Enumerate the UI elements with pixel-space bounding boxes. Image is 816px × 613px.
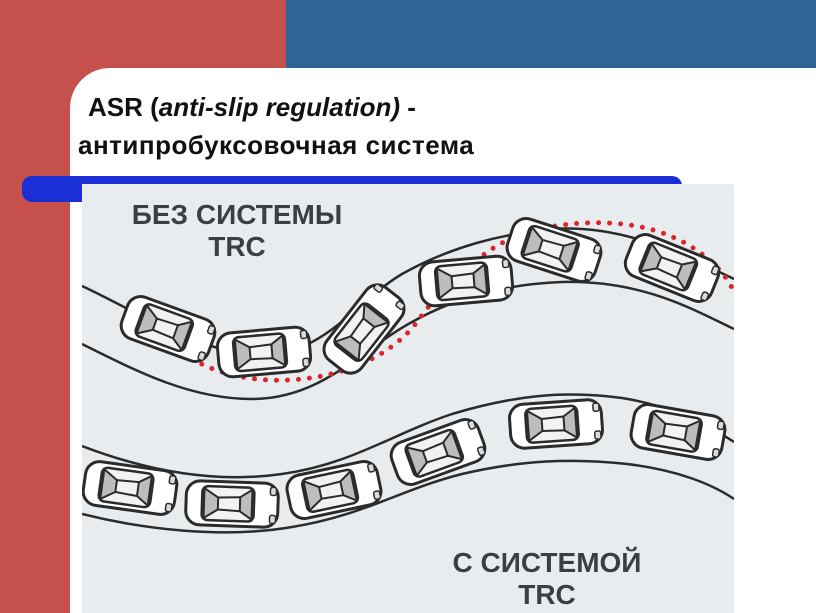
label-without-system-line2: TRC: [208, 231, 266, 262]
title-line-1: ASR (anti-slip regulation) -: [78, 88, 798, 126]
car-top-6: [619, 228, 725, 308]
bottom-road-edge-lower: [82, 459, 734, 534]
title-italic: anti-slip regulation): [158, 92, 401, 122]
top-road-edge-lower: [82, 280, 734, 401]
label-without-system-line1: БЕЗ СИСТЕМЫ: [132, 199, 343, 230]
car-bottom-2: [183, 478, 281, 530]
car-bottom-4: [385, 414, 491, 490]
trc-illustration: БЕЗ СИСТЕМЫ TRC С СИСТЕМОЙ TRC: [82, 184, 734, 613]
title-prefix: ASR (: [88, 92, 159, 122]
car-top-5: [501, 213, 607, 287]
car-bottom-5: [507, 397, 605, 451]
trc-illustration-svg: БЕЗ СИСТЕМЫ TRC С СИСТЕМОЙ TRC: [82, 199, 734, 610]
car-bottom-6: [627, 400, 729, 464]
car-top-2: [214, 324, 314, 380]
label-with-system-line2: TRC: [518, 579, 576, 610]
car-top-1: [115, 291, 221, 367]
slide-title: ASR (anti-slip regulation) - антипробукс…: [78, 88, 798, 164]
car-top-4: [416, 253, 516, 309]
label-with-system-line1: С СИСТЕМОЙ: [453, 546, 642, 578]
title-line-2: антипробуксовочная система: [78, 130, 475, 160]
title-dash: -: [400, 92, 416, 122]
car-bottom-3: [282, 457, 386, 523]
car-bottom-1: [82, 458, 181, 518]
